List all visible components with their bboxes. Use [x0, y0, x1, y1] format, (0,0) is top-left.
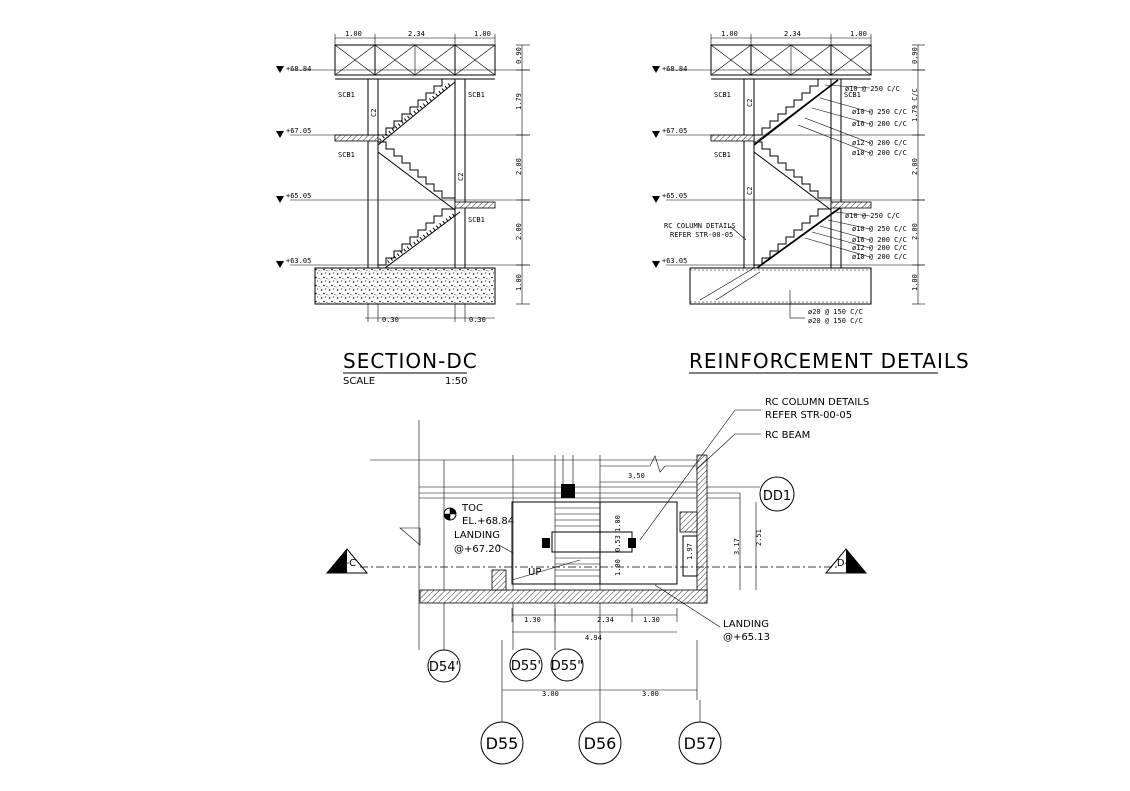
grid-bubble-d55p — [509, 648, 543, 682]
dim-494: 4.94 — [585, 634, 602, 642]
bottom-dim-1: 1.30 — [524, 616, 541, 624]
base-dim-2: 0.30 — [469, 316, 486, 324]
lower-bar-2: ø10 @ 250 C/C — [852, 225, 907, 233]
dim-053: 0.53 — [614, 535, 622, 552]
bottom-dim-3: 1.30 — [643, 616, 660, 624]
level-3: +65.05 — [286, 192, 311, 200]
rc-column-note-1: RC COLUMN DETAILS — [765, 397, 869, 408]
r-col-note-1: RC COLUMN DETAILS — [664, 222, 736, 230]
dim-350: 3.50 — [628, 472, 645, 480]
bubble-d56: D56 — [584, 734, 617, 753]
rc-beam-note: RC BEAM — [765, 430, 810, 441]
top-dim-2: 2.34 — [408, 30, 425, 38]
level-1: +68.84 — [286, 65, 311, 73]
section-mark-right: D-C — [837, 558, 855, 569]
beam-tag-3: SCB1 — [338, 151, 355, 159]
r-right-dim-5: 1.00 — [911, 274, 919, 291]
lower-bar-5: ø10 @ 200 C/C — [852, 253, 907, 261]
landing-1-label: LANDING — [454, 530, 500, 541]
r-level-2: +67.05 — [662, 127, 687, 135]
right-dim-5: 1.00 — [515, 274, 523, 291]
base-bar-1: ø20 @ 150 C/C — [808, 308, 863, 316]
r-right-dim-3: 2.00 — [911, 158, 919, 175]
stair-well — [511, 501, 678, 585]
landing-1-elevation: @+67.20 — [454, 544, 501, 555]
dim-317: 3.17 — [733, 538, 741, 555]
r-right-dim-4: 2.00 — [911, 223, 919, 240]
base-dim-1: 0.30 — [382, 316, 399, 324]
upper-bar-1: ø10 @ 250 C/C — [845, 85, 900, 93]
right-dim-3: 2.00 — [515, 158, 523, 175]
r-column-tag-2: C2 — [746, 187, 754, 195]
toc-elevation: EL.+68.84 — [462, 516, 514, 527]
top-dim-3: 1.00 — [474, 30, 491, 38]
landing-2-label: LANDING — [723, 619, 769, 630]
right-dim-1: 0.90 — [515, 47, 523, 64]
r-level-3: +65.05 — [662, 192, 687, 200]
top-dim-1: 1.00 — [345, 30, 362, 38]
stair-plan: TOC EL.+68.84 LANDING @+67.20 UP D-C D-C… — [325, 397, 869, 765]
lower-bar-1: ø10 @ 250 C/C — [845, 212, 900, 220]
grid-dim-1: 3.00 — [542, 690, 559, 698]
beam-tag-1: SCB1 — [338, 91, 355, 99]
r-top-dim-3: 1.00 — [850, 30, 867, 38]
scale-value: 1:50 — [445, 376, 467, 387]
base-bar-2: ø20 @ 150 C/C — [808, 317, 863, 325]
r-top-dim-1: 1.00 — [721, 30, 738, 38]
dim-251: 2.51 — [755, 529, 763, 546]
r-beam-tag-1: SCB1 — [714, 91, 731, 99]
r-col-note-2: REFER STR-00-05 — [670, 231, 733, 239]
bubble-dd1: DD1 — [763, 489, 791, 504]
bubble-d57: D57 — [684, 734, 717, 753]
foundation-slab — [314, 267, 496, 305]
grid-bubble-d54p — [427, 649, 461, 683]
beam-tag-4: SCB1 — [468, 216, 485, 224]
r-top-dim-2: 2.34 — [784, 30, 801, 38]
level-4: +63.05 — [286, 257, 311, 265]
r-beam-tag-2: SCB1 — [844, 91, 861, 99]
r-beam-tag-3: SCB1 — [714, 151, 731, 159]
dim-100a: 1.00 — [614, 515, 622, 532]
beam-tag-2: SCB1 — [468, 91, 485, 99]
column-tag-2: C2 — [457, 173, 465, 181]
bubble-d54p: D54' — [429, 660, 459, 675]
dim-100b: 1.00 — [614, 559, 622, 576]
bubble-d55pp: D55" — [551, 659, 584, 674]
upper-bar-2: ø10 @ 250 C/C — [852, 108, 907, 116]
r-column-tag-1: C2 — [746, 99, 754, 107]
dim-197: 1.97 — [686, 543, 694, 560]
reinforcement-title: REINFORCEMENT DETAILS — [689, 349, 970, 373]
grid-dim-2: 3.00 — [642, 690, 659, 698]
r-level-1: +68.84 — [662, 65, 687, 73]
bottom-dim-2: 2.34 — [597, 616, 614, 624]
r-level-4: +63.05 — [662, 257, 687, 265]
upper-bar-3: ø16 @ 200 C/C — [852, 120, 907, 128]
r-right-dim-1: 0.90 — [911, 47, 919, 64]
lower-bar-4: ø12 @ 200 C/C — [852, 244, 907, 252]
lower-bar-3: ø16 @ 200 C/C — [852, 236, 907, 244]
scale-label: SCALE — [343, 376, 375, 387]
rc-column-note-2: REFER STR-00-05 — [765, 410, 852, 421]
r-right-dim-2: 1.79 C/C — [911, 88, 919, 122]
section-dc-drawing: 1.00 2.34 1.00 +68.84 +67.05 +65.05 +63.… — [276, 30, 530, 387]
section-dc-title: SECTION-DC — [343, 349, 478, 373]
grid-bubble-dd1 — [759, 476, 795, 512]
upper-bar-4: ø12 @ 200 C/C — [852, 139, 907, 147]
toc-label: TOC — [461, 503, 483, 514]
section-mark-left: D-C — [338, 558, 356, 569]
up-label: UP — [528, 567, 541, 578]
right-dim-4: 2.00 — [515, 223, 523, 240]
upper-bar-5: ø10 @ 200 C/C — [852, 149, 907, 157]
reinforcement-drawing: 1.00 2.34 1.00 +68.84 +67.05 +65.05 +63.… — [652, 30, 970, 374]
bubble-d55p: D55' — [511, 659, 541, 674]
r-foundation — [689, 267, 872, 305]
landing-2-elevation: @+65.13 — [723, 632, 770, 643]
bubble-d55: D55 — [486, 734, 519, 753]
grid-bubble-d55pp — [550, 648, 584, 682]
right-dim-2: 1.79 — [515, 93, 523, 110]
level-2: +67.05 — [286, 127, 311, 135]
column-tag-1: C2 — [370, 109, 378, 117]
